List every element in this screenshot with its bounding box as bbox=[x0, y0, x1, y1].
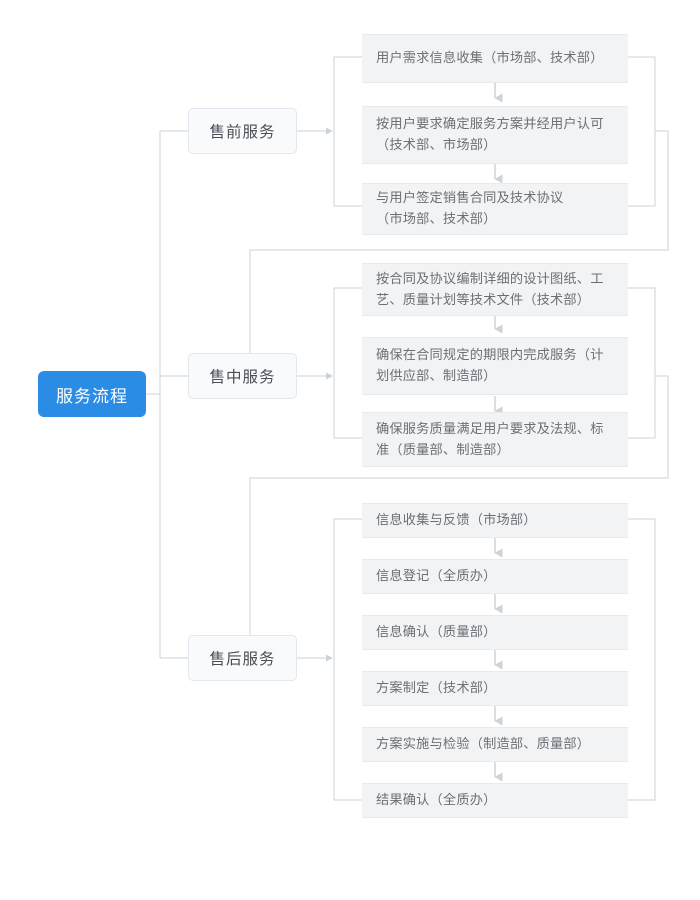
bracket-right-group-1 bbox=[628, 287, 656, 439]
branch-node-label: 售前服务 bbox=[209, 123, 276, 141]
step-text: 方案实施与检验（制造部、质量部） bbox=[376, 737, 591, 752]
step-text: 确保服务质量满足用户要求及法规、标准（质量部、制造部） bbox=[376, 421, 604, 458]
branch-node-in-sales[interactable]: 售中服务 bbox=[188, 353, 297, 399]
step-box[interactable]: 用户需求信息收集（市场部、技术部） bbox=[362, 34, 628, 83]
step-text: 信息登记（全质办） bbox=[376, 569, 497, 584]
bracket-left-group-1 bbox=[333, 287, 362, 439]
step-box[interactable]: 按用户要求确定服务方案并经用户认可（技术部、市场部） bbox=[362, 106, 628, 164]
step-box[interactable]: 按合同及协议编制详细的设计图纸、工艺、质量计划等技术文件（技术部） bbox=[362, 263, 628, 316]
step-text: 用户需求信息收集（市场部、技术部） bbox=[376, 51, 604, 66]
bracket-right-group-2 bbox=[628, 518, 656, 801]
step-text: 与用户签定销售合同及技术协议（市场部、技术部） bbox=[376, 191, 564, 227]
step-text: 方案制定（技术部） bbox=[376, 681, 497, 696]
root-node[interactable]: 服务流程 bbox=[38, 371, 146, 417]
branch-node-label: 售后服务 bbox=[209, 650, 276, 668]
bracket-right-group-0 bbox=[628, 56, 656, 207]
step-box[interactable]: 方案实施与检验（制造部、质量部） bbox=[362, 727, 628, 762]
step-box[interactable]: 结果确认（全质办） bbox=[362, 783, 628, 818]
step-box[interactable]: 确保在合同规定的期限内完成服务（计划供应部、制造部） bbox=[362, 337, 628, 395]
bracket-left-group-2 bbox=[333, 518, 362, 801]
step-box[interactable]: 信息登记（全质办） bbox=[362, 559, 628, 594]
step-box[interactable]: 方案制定（技术部） bbox=[362, 671, 628, 706]
root-node-label: 服务流程 bbox=[56, 386, 128, 407]
step-box[interactable]: 信息确认（质量部） bbox=[362, 615, 628, 650]
branch-node-label: 售中服务 bbox=[209, 368, 276, 386]
step-text: 按合同及协议编制详细的设计图纸、工艺、质量计划等技术文件（技术部） bbox=[376, 271, 604, 308]
step-text: 信息收集与反馈（市场部） bbox=[376, 513, 537, 528]
step-box[interactable]: 信息收集与反馈（市场部） bbox=[362, 503, 628, 538]
step-text: 按用户要求确定服务方案并经用户认可（技术部、市场部） bbox=[376, 117, 604, 153]
branch-node-pre-sales[interactable]: 售前服务 bbox=[188, 108, 297, 154]
branch-node-after-sales[interactable]: 售后服务 bbox=[188, 635, 297, 681]
bracket-left-group-0 bbox=[333, 56, 362, 207]
step-text: 信息确认（质量部） bbox=[376, 625, 497, 640]
step-box[interactable]: 与用户签定销售合同及技术协议（市场部、技术部） bbox=[362, 183, 628, 235]
step-text: 结果确认（全质办） bbox=[376, 793, 497, 808]
step-text: 确保在合同规定的期限内完成服务（计划供应部、制造部） bbox=[376, 348, 604, 384]
step-box[interactable]: 确保服务质量满足用户要求及法规、标准（质量部、制造部） bbox=[362, 412, 628, 467]
